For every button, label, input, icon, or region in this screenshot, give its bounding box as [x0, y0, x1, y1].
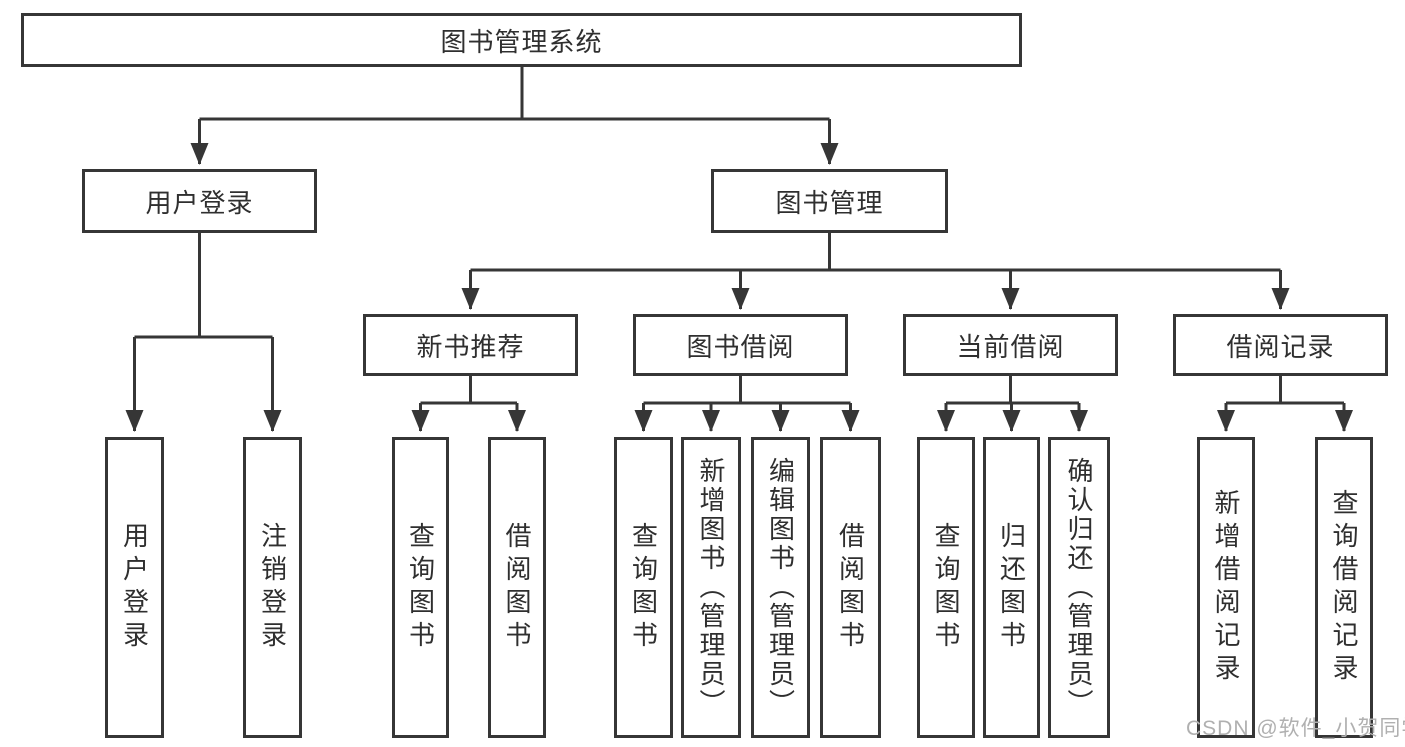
leaf-borrow-borrow-books: 借阅图书: [820, 437, 881, 738]
leaf-recommend-borrow-books: 借阅图书: [488, 437, 546, 738]
leaf-current-return-books: 归还图书: [983, 437, 1040, 738]
leaf-current-query-books-label: 查询图书: [931, 521, 961, 654]
leaf-user-login: 用户登录: [105, 437, 164, 738]
leaf-current-query-books: 查询图书: [917, 437, 975, 738]
leaf-records-add-record-label: 新增借阅记录: [1211, 488, 1241, 687]
leaf-borrow-query-books-label: 查询图书: [628, 521, 659, 654]
leaf-logout: 注销登录: [243, 437, 302, 738]
node-user-login: 用户登录: [82, 169, 317, 233]
node-book-borrow: 图书借阅: [633, 314, 848, 376]
watermark: CSDN @软件_小贺同学: [1186, 717, 1405, 740]
leaf-borrow-add-books-admin-label: 新增图书（管理员）: [696, 457, 726, 718]
leaf-current-return-books-label: 归还图书: [996, 521, 1027, 654]
leaf-recommend-query-books: 查询图书: [392, 437, 449, 738]
leaf-current-confirm-return-admin: 确认归还（管理员）: [1048, 437, 1110, 738]
leaf-borrow-borrow-books-label: 借阅图书: [835, 521, 866, 654]
leaf-logout-label: 注销登录: [257, 521, 288, 654]
node-borrow-records: 借阅记录: [1173, 314, 1388, 376]
node-book-management: 图书管理: [711, 169, 948, 233]
leaf-recommend-borrow-books-label: 借阅图书: [502, 521, 532, 654]
leaf-borrow-query-books: 查询图书: [614, 437, 673, 738]
leaf-user-login-label: 用户登录: [119, 521, 150, 654]
node-current-borrow: 当前借阅: [903, 314, 1118, 376]
node-library-system: 图书管理系统: [21, 13, 1022, 67]
node-new-book-recommend: 新书推荐: [363, 314, 578, 376]
leaf-recommend-query-books-label: 查询图书: [405, 521, 436, 654]
leaf-current-confirm-return-admin-label: 确认归还（管理员）: [1064, 457, 1094, 718]
leaf-records-query-record-label: 查询借阅记录: [1329, 488, 1359, 687]
leaf-records-add-record: 新增借阅记录: [1197, 437, 1255, 738]
leaf-borrow-edit-books-admin: 编辑图书（管理员）: [751, 437, 810, 738]
leaf-borrow-add-books-admin: 新增图书（管理员）: [681, 437, 741, 738]
leaf-records-query-record: 查询借阅记录: [1315, 437, 1373, 738]
leaf-borrow-edit-books-admin-label: 编辑图书（管理员）: [765, 457, 796, 718]
